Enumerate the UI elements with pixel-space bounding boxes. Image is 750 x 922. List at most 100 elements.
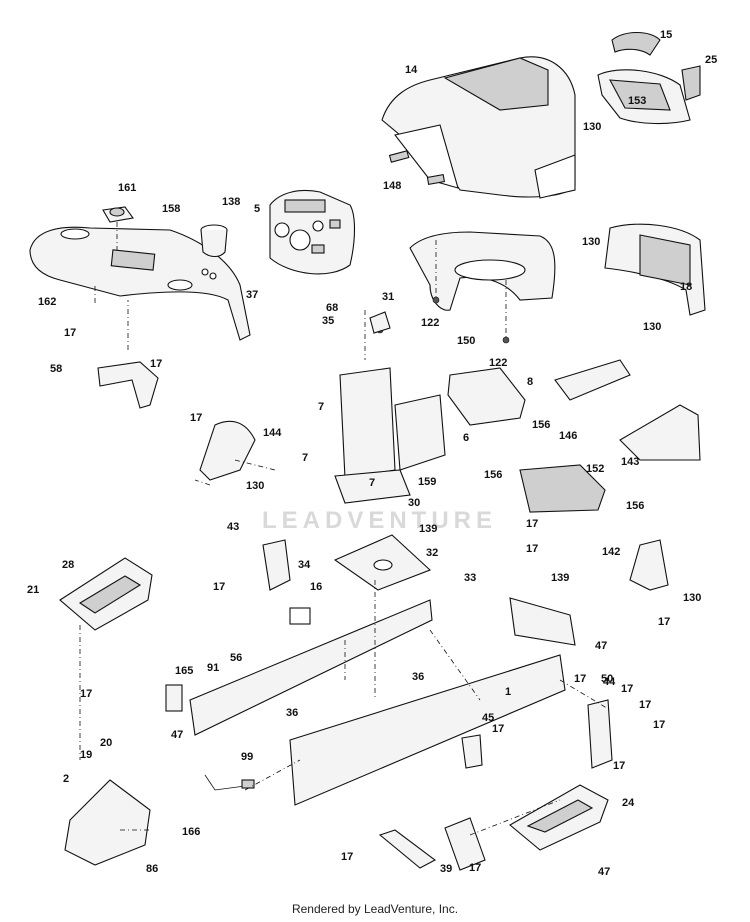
callout-labels: 1415251531301481611581385371621758130181…: [27, 29, 717, 878]
callout-30: 30: [408, 497, 420, 509]
callout-146: 146: [559, 430, 577, 442]
callout-7: 7: [318, 401, 324, 413]
callout-130: 130: [583, 121, 601, 133]
callout-130: 130: [643, 321, 661, 333]
callout-139: 139: [419, 523, 437, 535]
callout-31: 31: [382, 291, 394, 303]
callout-68: 68: [326, 302, 338, 314]
callout-17: 17: [526, 543, 538, 555]
callout-17: 17: [213, 581, 225, 593]
bracket-45-part: [461, 734, 483, 769]
callout-122: 122: [489, 357, 507, 369]
callout-25: 25: [705, 54, 717, 66]
callout-36: 36: [412, 671, 424, 683]
callout-152: 152: [586, 463, 604, 475]
callout-17: 17: [639, 699, 651, 711]
seat-bracket-part: [334, 296, 526, 504]
callout-150: 150: [457, 335, 475, 347]
assembly-lines: [79, 240, 611, 836]
footrest-right-part: [509, 784, 609, 851]
callout-44: 44: [603, 676, 616, 688]
callout-17: 17: [341, 851, 353, 863]
callout-18: 18: [680, 281, 692, 293]
bracket-144-part: [199, 420, 256, 481]
callout-148: 148: [383, 180, 401, 192]
callout-35: 35: [322, 315, 334, 327]
callout-17: 17: [492, 723, 504, 735]
callout-17: 17: [190, 412, 202, 424]
callout-139: 139: [551, 572, 569, 584]
callout-86: 86: [146, 863, 158, 875]
callout-6: 6: [463, 432, 469, 444]
callout-17: 17: [64, 327, 76, 339]
rear-grille-part: [604, 223, 706, 316]
callout-17: 17: [621, 683, 633, 695]
callout-91: 91: [207, 662, 219, 674]
callout-159: 159: [418, 476, 436, 488]
callout-34: 34: [298, 559, 311, 571]
footer-text: Rendered by LeadVenture, Inc.: [291, 902, 459, 916]
control-panel-part: [269, 189, 356, 275]
callout-17: 17: [526, 518, 538, 530]
callout-17: 17: [613, 760, 625, 772]
callout-28: 28: [62, 559, 74, 571]
callout-2: 2: [63, 773, 69, 785]
callout-20: 20: [100, 737, 112, 749]
callout-7: 7: [369, 477, 375, 489]
callout-33: 33: [464, 572, 476, 584]
callout-142: 142: [602, 546, 620, 558]
callout-17: 17: [469, 862, 481, 874]
callout-37: 37: [246, 289, 258, 301]
callout-138: 138: [222, 196, 240, 208]
callout-144: 144: [263, 427, 282, 439]
callout-43: 43: [227, 521, 239, 533]
plate-2-part: [64, 779, 151, 866]
callout-153: 153: [628, 95, 646, 107]
callout-45: 45: [482, 712, 494, 724]
watermark: LEADVENTURE: [262, 507, 497, 534]
callout-7: 7: [302, 452, 308, 464]
callout-39: 39: [440, 863, 452, 875]
dash-panel-part: [29, 226, 251, 341]
callout-19: 19: [80, 749, 92, 761]
callout-24: 24: [622, 797, 635, 809]
knob-part: [200, 224, 228, 258]
callout-162: 162: [38, 296, 56, 308]
callout-166: 166: [182, 826, 200, 838]
lever-99-part: [204, 774, 255, 791]
callout-17: 17: [80, 688, 92, 700]
callout-58: 58: [50, 363, 62, 375]
bracket-44-part: [587, 699, 613, 769]
callout-50: 50: [601, 673, 613, 685]
callout-17: 17: [653, 719, 665, 731]
hood-part: [381, 56, 576, 199]
callout-156: 156: [532, 419, 550, 431]
callout-17: 17: [150, 358, 162, 370]
deck-plate-part: [333, 534, 432, 591]
bracket-39-part: [378, 817, 486, 871]
callout-16: 16: [310, 581, 322, 593]
callout-156: 156: [626, 500, 644, 512]
callout-32: 32: [426, 547, 438, 559]
callout-143: 143: [621, 456, 639, 468]
callout-165: 165: [175, 665, 193, 677]
callout-99: 99: [241, 751, 253, 763]
callout-130: 130: [582, 236, 600, 248]
callout-36: 36: [286, 707, 298, 719]
callout-47: 47: [171, 729, 183, 741]
seat-pan-part: [409, 231, 556, 311]
bracket-142-part: [629, 539, 669, 591]
callout-14: 14: [405, 64, 418, 76]
callout-130: 130: [246, 480, 264, 492]
callout-15: 15: [660, 29, 672, 41]
grille-parts: [597, 31, 701, 125]
callout-1: 1: [505, 686, 511, 698]
callout-158: 158: [162, 203, 180, 215]
callout-156: 156: [484, 469, 502, 481]
bracket-31-part: [369, 311, 391, 334]
bracket-58-part: [97, 361, 159, 409]
callout-161: 161: [118, 182, 136, 194]
ignition-switch-part: [102, 206, 134, 250]
callout-21: 21: [27, 584, 39, 596]
